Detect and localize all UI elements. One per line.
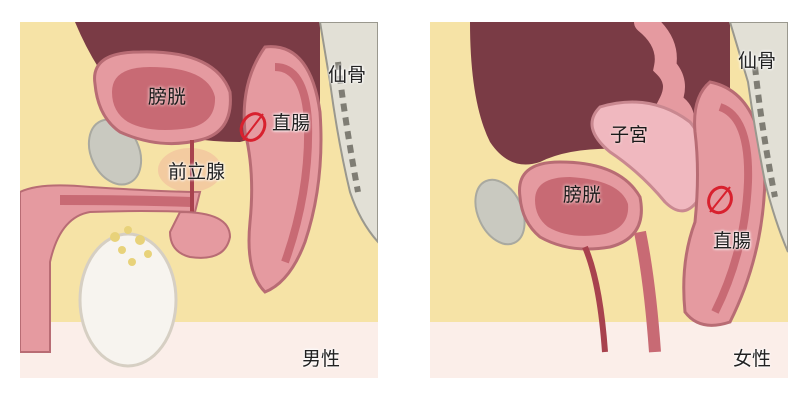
label-bladder: 膀胱 xyxy=(563,186,601,205)
female-pelvis-panel: 仙骨 子宮 膀胱 直腸 女性 xyxy=(430,22,788,378)
caption-female: 女性 xyxy=(733,350,771,369)
caption-male: 男性 xyxy=(302,350,340,369)
female-pelvis-illustration xyxy=(430,22,788,378)
label-bladder: 膀胱 xyxy=(148,88,186,107)
label-sacrum: 仙骨 xyxy=(738,52,776,71)
label-sacrum: 仙骨 xyxy=(328,66,366,85)
label-rectum: 直腸 xyxy=(272,114,310,133)
label-prostate: 前立腺 xyxy=(168,163,225,182)
male-pelvis-panel: 膀胱 直腸 前立腺 仙骨 男性 xyxy=(20,22,378,378)
urethra-stripes xyxy=(60,200,192,202)
testis xyxy=(80,234,176,366)
label-rectum: 直腸 xyxy=(713,232,751,251)
male-pelvis-illustration xyxy=(20,22,378,378)
label-uterus: 子宮 xyxy=(610,126,648,145)
